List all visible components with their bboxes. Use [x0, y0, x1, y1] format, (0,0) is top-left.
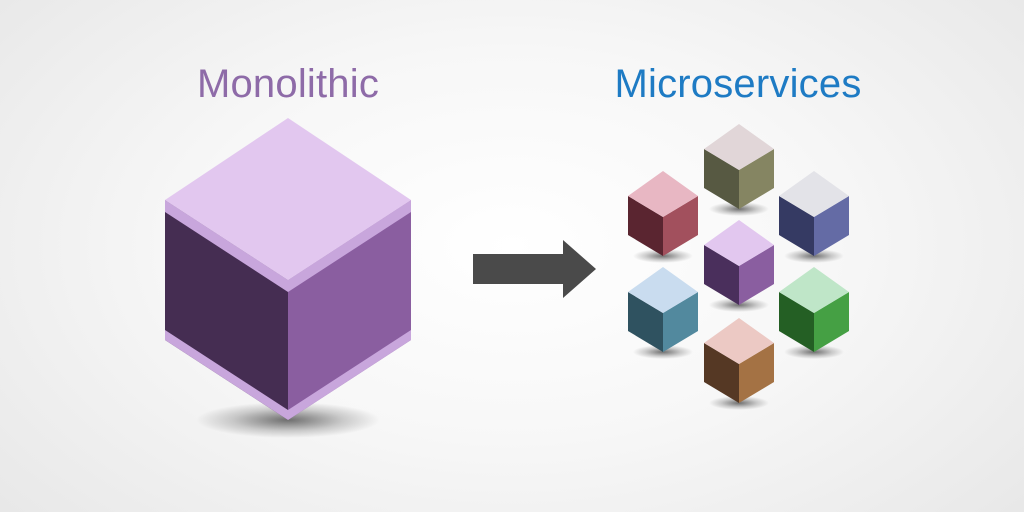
cube-top-face — [704, 124, 774, 170]
microservices-title: Microservices — [614, 62, 862, 106]
monolith-cube-top-face — [165, 118, 411, 280]
cube-right-face — [739, 149, 774, 209]
cube-top-face — [704, 220, 774, 266]
cube-right-face — [814, 292, 849, 352]
microservice-cube-brown — [704, 318, 774, 410]
monolith-cube-left-face — [165, 200, 288, 420]
cube-left-face — [628, 196, 663, 256]
cube-right-face — [739, 343, 774, 403]
microservice-cube-slate-blue — [779, 171, 849, 263]
cube-right-face — [739, 245, 774, 305]
cube-top-face — [704, 318, 774, 364]
monolith-cube-right-face — [288, 200, 411, 420]
transition-arrow — [473, 240, 596, 298]
cube-top-face — [628, 171, 698, 217]
monolithic-title: Monolithic — [196, 62, 380, 106]
microservice-cube-olive — [704, 124, 774, 216]
cube-left-face — [704, 343, 739, 403]
microservices-cluster — [628, 124, 849, 410]
cube-top-face — [779, 171, 849, 217]
cube-left-face — [779, 292, 814, 352]
monolith-cube-bottom-rim-left — [165, 330, 288, 420]
cube-left-face — [704, 149, 739, 209]
monolith-cube-bottom-rim-right — [288, 330, 411, 420]
cube-left-face — [628, 292, 663, 352]
cube-right-face — [814, 196, 849, 256]
cube-right-face — [663, 292, 698, 352]
cube-top-face — [779, 267, 849, 313]
cube-top-face — [628, 267, 698, 313]
microservice-cube-teal — [628, 267, 698, 359]
cube-right-face — [663, 196, 698, 256]
monolith-cube-top-rim-right — [288, 200, 411, 292]
microservice-cube-red — [628, 171, 698, 263]
cube-left-face — [779, 196, 814, 256]
monolith-cube — [165, 118, 411, 438]
cube-left-face — [704, 245, 739, 305]
microservice-cube-green — [779, 267, 849, 359]
microservice-cube-purple — [704, 220, 774, 312]
monolith-cube-top-rim-left — [165, 200, 288, 292]
